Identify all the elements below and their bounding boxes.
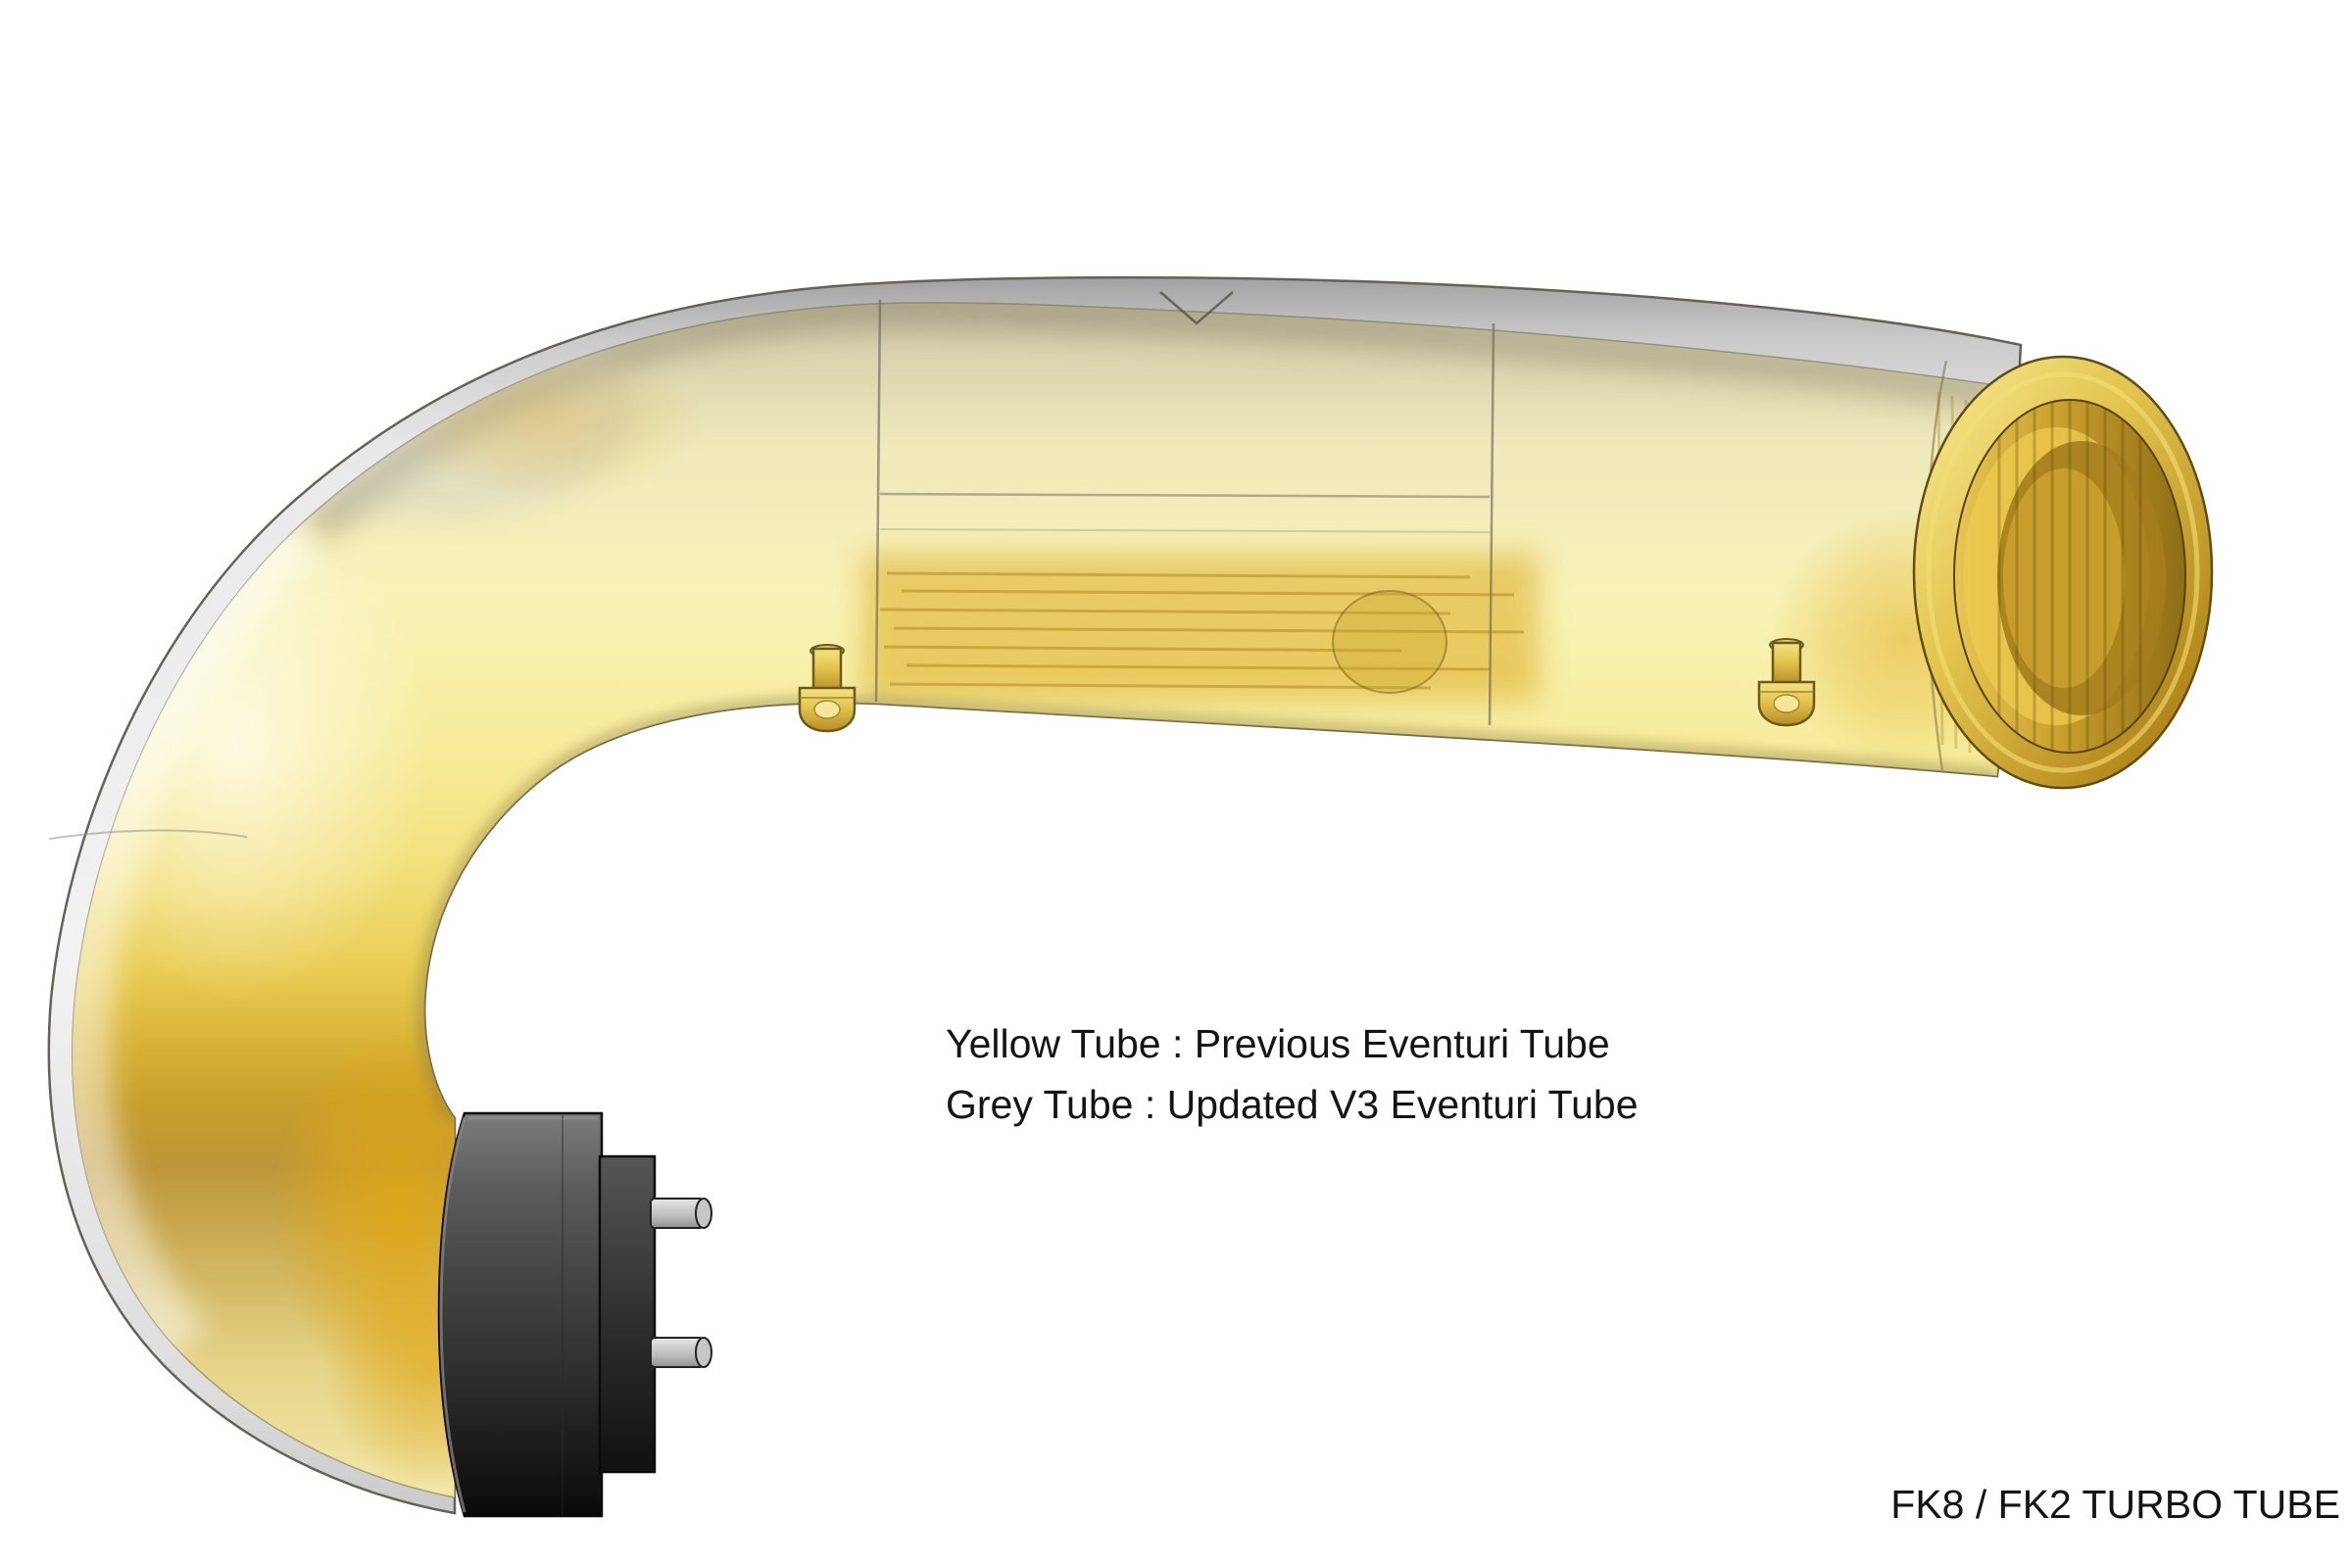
flange-pin-top bbox=[650, 1198, 712, 1229]
bore-striations bbox=[1997, 400, 2142, 753]
legend-line-yellow: Yellow Tube : Previous Eventuri Tube bbox=[946, 1021, 1610, 1066]
tube-shading bbox=[72, 302, 2015, 1490]
alignment-notch bbox=[1159, 291, 1234, 325]
gold-streaks bbox=[879, 571, 1525, 690]
tube-mouth bbox=[1912, 355, 2214, 790]
yellow-tube-body bbox=[48, 291, 2016, 1498]
flange-hub bbox=[598, 1154, 657, 1474]
part-caption: FK8 / FK2 TURBO TUBE bbox=[1890, 1482, 2340, 1527]
sensor-boss-right bbox=[1757, 638, 1816, 727]
flange-disc bbox=[437, 1111, 604, 1518]
legend: Yellow Tube : Previous Eventuri Tube Gre… bbox=[946, 1013, 1639, 1135]
legend-line-grey: Grey Tube : Updated V3 Eventuri Tube bbox=[946, 1082, 1639, 1127]
sensor-boss-left bbox=[798, 644, 857, 733]
mounting-flange bbox=[437, 1111, 712, 1518]
panel-seam-lines bbox=[48, 291, 1948, 840]
recessed-port bbox=[1332, 590, 1447, 694]
flange-pin-bottom bbox=[650, 1337, 712, 1368]
